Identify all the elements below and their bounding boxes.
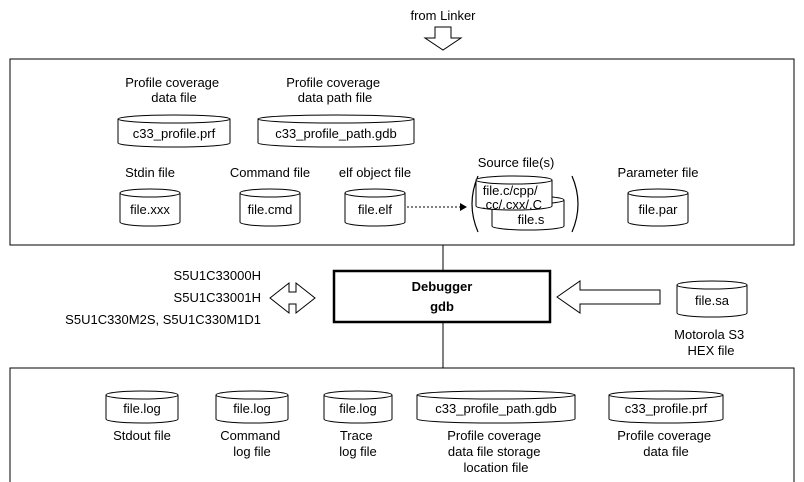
- dashed-arrow-head-icon: [460, 203, 467, 211]
- stdin-caption: Stdin file: [125, 165, 175, 180]
- profile-data-filename: c33_profile.prf: [133, 126, 216, 141]
- profile-out-caption: Profile coverage data file: [617, 428, 715, 459]
- command-file-cylinder: file.cmd: [239, 188, 301, 227]
- stdout-caption: Stdout file: [113, 428, 171, 443]
- path-store-caption: Profile coverage data file storage locat…: [447, 428, 545, 475]
- path-store-file-cylinder: c33_profile_path.gdb: [416, 390, 576, 424]
- target-board-1: S5U1C33000H: [174, 268, 261, 283]
- profile-path-file-cylinder: c33_profile_path.gdb: [257, 114, 415, 148]
- down-arrow-icon: [423, 26, 463, 51]
- source-caption: Source file(s): [478, 155, 555, 170]
- debugger-subtitle: gdb: [430, 299, 454, 314]
- profile-data-file-cylinder: c33_profile.prf: [117, 114, 231, 148]
- profile-out-filename: c33_profile.prf: [625, 401, 708, 416]
- debugger-title: Debugger: [412, 279, 473, 294]
- parameter-caption: Parameter file: [618, 165, 699, 180]
- elf-caption: elf object file: [339, 165, 411, 180]
- elf-file-cylinder: file.elf: [344, 188, 406, 227]
- source-file-c-cylinder: file.c/cpp/ .cc/.cxx/.C: [475, 175, 553, 212]
- output-files-frame: [9, 367, 795, 482]
- target-board-3: S5U1C330M2S, S5U1C330M1D1: [65, 312, 261, 327]
- parameter-file-cylinder: file.par: [627, 188, 689, 227]
- command-caption: Command file: [230, 165, 310, 180]
- source-file-c-name: file.c/cpp/ .cc/.cxx/.C: [482, 183, 542, 212]
- source-right-paren: [571, 175, 579, 233]
- command-log-file-cylinder: file.log: [215, 390, 289, 424]
- double-arrow-icon: [269, 281, 316, 315]
- debugger-box: [332, 269, 552, 324]
- command-log-caption: Command log file: [220, 428, 284, 459]
- hex-input-arrow-icon: [556, 280, 661, 314]
- from-linker-label: from Linker: [410, 8, 476, 23]
- stdin-filename: file.xxx: [130, 202, 170, 217]
- input-files-frame: [9, 58, 795, 246]
- profile-path-caption: Profile coverage data path file: [286, 75, 384, 105]
- hex-caption: Motorola S3 HEX file: [674, 327, 748, 358]
- profile-data-caption: Profile coverage data file: [125, 75, 223, 105]
- elf-filename: file.elf: [358, 202, 392, 217]
- stdout-filename: file.log: [123, 401, 161, 416]
- hex-filename: file.sa: [695, 293, 730, 308]
- parameter-filename: file.par: [638, 202, 678, 217]
- hex-file-cylinder: file.sa: [676, 280, 748, 318]
- command-log-filename: file.log: [233, 401, 271, 416]
- profile-out-file-cylinder: c33_profile.prf: [608, 390, 724, 424]
- path-store-filename: c33_profile_path.gdb: [435, 401, 556, 416]
- source-file-s-name: file.s: [518, 212, 545, 227]
- profile-path-filename: c33_profile_path.gdb: [275, 126, 396, 141]
- trace-log-file-cylinder: file.log: [323, 390, 393, 424]
- trace-log-filename: file.log: [339, 401, 377, 416]
- stdin-file-cylinder: file.xxx: [119, 188, 181, 227]
- trace-log-caption: Trace log file: [339, 428, 377, 459]
- command-filename: file.cmd: [248, 202, 293, 217]
- stdout-file-cylinder: file.log: [105, 390, 179, 424]
- target-board-2: S5U1C33001H: [174, 290, 261, 305]
